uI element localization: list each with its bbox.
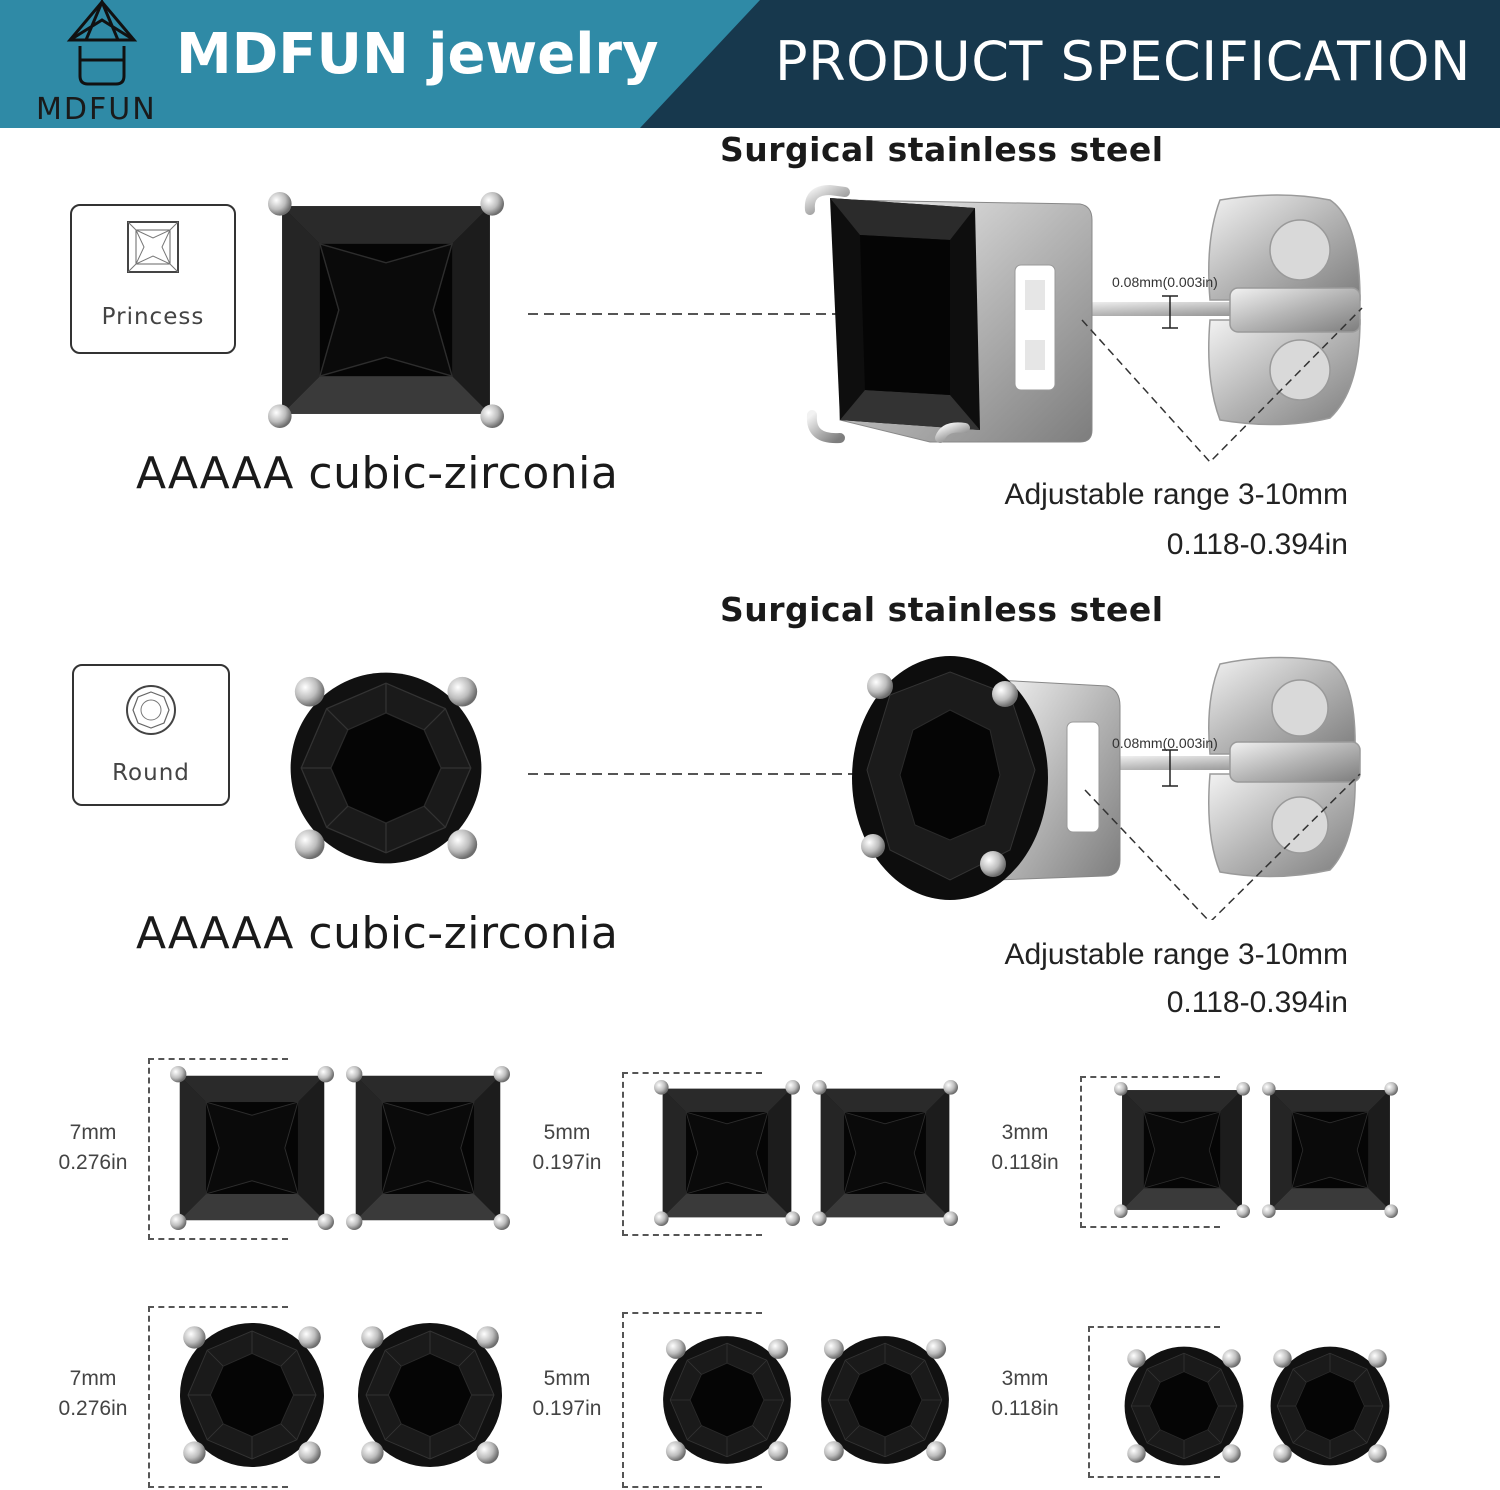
post-thickness-label-round: 0.08mm(0.003in) — [1112, 735, 1218, 751]
shape-card-round: Round — [72, 664, 230, 806]
size-label-square-5mm: 5mm 0.197in — [522, 1118, 612, 1178]
shape-label-round: Round — [112, 760, 190, 786]
size-mm: 7mm — [69, 1367, 117, 1390]
princess-shape-icon — [127, 221, 179, 273]
princess-gem-front-image — [268, 192, 504, 428]
size-in: 0.276in — [58, 1397, 128, 1420]
size-frame — [1080, 1076, 1220, 1228]
logo-text: MDFUN — [36, 92, 157, 127]
size-mm: 5mm — [543, 1121, 591, 1144]
size-in: 0.118in — [991, 1151, 1059, 1174]
size-mm: 5mm — [543, 1367, 591, 1390]
round-shape-icon — [126, 685, 176, 735]
size-mm: 3mm — [1001, 1121, 1049, 1144]
size-in: 0.118in — [991, 1397, 1059, 1420]
brand-name: MDFUN jewelry — [176, 22, 659, 87]
adjustable-range-in-round: 0.118-0.394in — [1166, 986, 1348, 1019]
round-gem-front-image — [289, 671, 483, 865]
size-mm: 7mm — [69, 1121, 117, 1144]
square-gem-7mm-left — [170, 1066, 334, 1230]
princess-earring-side-image — [804, 184, 1363, 464]
square-gem-5mm-left — [654, 1080, 800, 1226]
size-label-square-3mm: 3mm 0.118in — [980, 1118, 1070, 1178]
adjustable-range-in-princess: 0.118-0.394in — [1166, 528, 1348, 561]
round-earring-side-image — [852, 656, 1361, 920]
round-gem-3mm-left — [1123, 1345, 1245, 1467]
size-label-round-5mm: 5mm 0.197in — [522, 1364, 612, 1424]
stone-label-round: AAAAA cubic-zirconia — [136, 908, 619, 959]
size-frame — [1088, 1326, 1220, 1478]
square-gem-3mm-right — [1262, 1082, 1398, 1218]
dashed-connector — [528, 313, 868, 315]
size-frame — [148, 1058, 288, 1240]
round-gem-7mm-left — [179, 1322, 325, 1468]
round-gem-7mm-right — [357, 1322, 503, 1468]
round-gem-3mm-right — [1269, 1345, 1391, 1467]
adjustable-range-mm-princess: Adjustable range 3-10mm — [1004, 478, 1348, 511]
section-heading-princess: Surgical stainless steel — [720, 130, 1164, 169]
size-mm: 3mm — [1001, 1367, 1049, 1390]
size-frame — [148, 1306, 288, 1488]
size-frame — [622, 1312, 762, 1488]
brand-logo-icon — [66, 0, 138, 86]
section-heading-round: Surgical stainless steel — [720, 590, 1164, 629]
round-gem-5mm-right — [820, 1335, 950, 1465]
dashed-connector — [528, 773, 858, 775]
size-in: 0.197in — [532, 1397, 602, 1420]
post-thickness-label-princess: 0.08mm(0.003in) — [1112, 274, 1218, 290]
size-in: 0.197in — [532, 1151, 602, 1174]
size-label-square-7mm: 7mm 0.276in — [48, 1118, 138, 1178]
size-label-round-7mm: 7mm 0.276in — [48, 1364, 138, 1424]
page-title: PRODUCT SPECIFICATION — [775, 30, 1471, 93]
adjustable-range-mm-round: Adjustable range 3-10mm — [1004, 938, 1348, 971]
header-banner: MDFUN MDFUN jewelry PRODUCT SPECIFICATIO… — [0, 0, 1500, 128]
size-frame — [622, 1072, 762, 1236]
size-label-round-3mm: 3mm 0.118in — [980, 1364, 1070, 1424]
shape-label-princess: Princess — [101, 304, 205, 330]
size-in: 0.276in — [58, 1151, 128, 1174]
round-gem-5mm-left — [662, 1335, 792, 1465]
stone-label-princess: AAAAA cubic-zirconia — [136, 448, 619, 499]
square-gem-3mm-left — [1114, 1082, 1250, 1218]
header-background — [0, 0, 1500, 128]
square-gem-5mm-right — [812, 1080, 958, 1226]
square-gem-7mm-right — [346, 1066, 510, 1230]
shape-card-princess: Princess — [70, 204, 236, 354]
